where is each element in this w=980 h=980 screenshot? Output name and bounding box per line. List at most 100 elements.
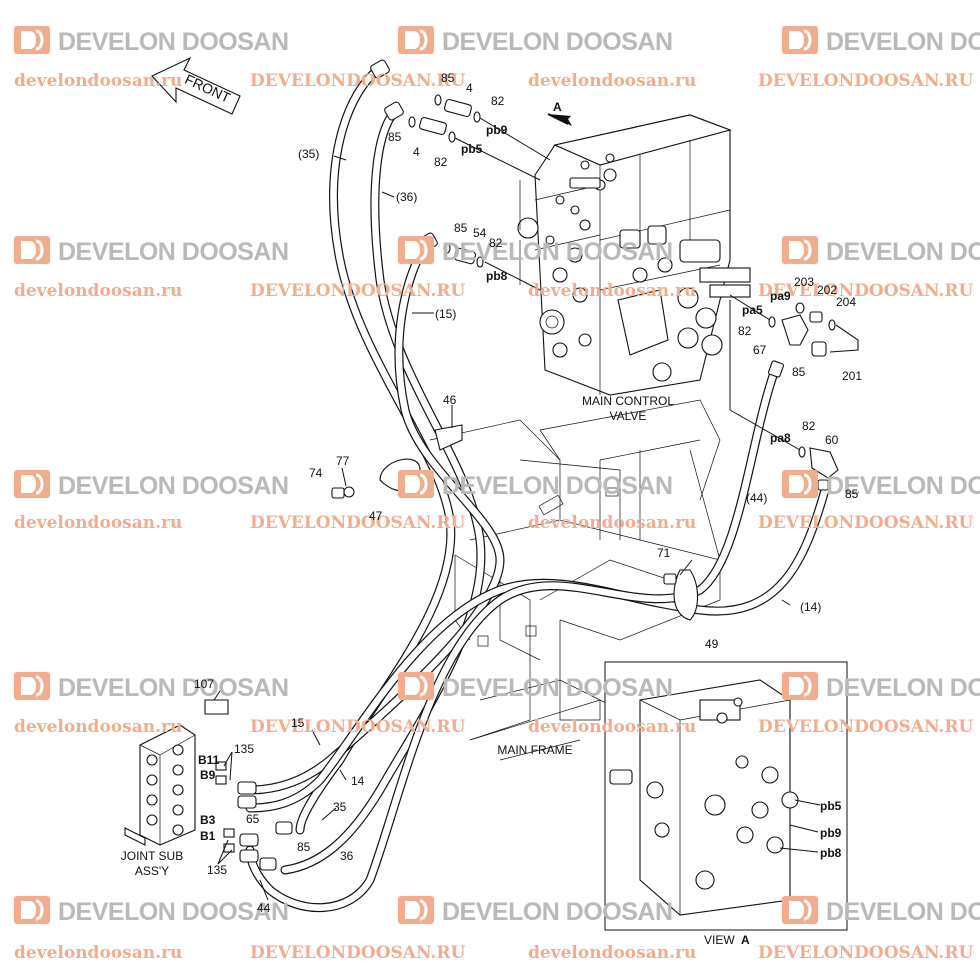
watermark-logo: DEVELON DOOSAN — [58, 28, 289, 56]
watermark-url: DEVELONDOOSAN.RU — [758, 513, 973, 533]
watermark-logo: DEVELON DOOSAN — [58, 898, 289, 926]
part-label: 46 — [443, 393, 457, 407]
port-label: B1 — [200, 829, 216, 843]
part-label: 82 — [491, 94, 505, 108]
part-label: 201 — [842, 369, 862, 383]
main-frame-drawing — [429, 399, 721, 761]
caption-joint-sub: JOINT SUB — [121, 849, 183, 863]
port-labels: pb9 pb5 pb8 pa9 pa5 pa8 B11 B9 B3 B1 pb5… — [198, 123, 842, 860]
part-label: 77 — [336, 454, 350, 468]
part-label: 82 — [489, 236, 503, 250]
part-label: 67 — [753, 343, 767, 357]
watermark-url: develondoosan.ru — [528, 943, 696, 963]
watermark-logo: DEVELON DOOSAN — [826, 238, 980, 266]
port-label: B9 — [200, 768, 216, 782]
watermark-url: develondoosan.ru — [14, 943, 182, 963]
part-label: 54 — [473, 226, 487, 240]
part-label: (14) — [800, 600, 821, 614]
watermark-url: develondoosan.ru — [14, 717, 182, 737]
port-label: pb9 — [486, 123, 508, 137]
clamps — [331, 424, 699, 621]
port-label: pb9 — [820, 826, 842, 840]
part-label: 82 — [434, 155, 448, 169]
part-label: 65 — [246, 812, 260, 826]
part-label: 74 — [309, 466, 323, 480]
part-label: 4 — [466, 81, 473, 95]
right-fittings — [729, 294, 859, 491]
watermark-url: develondoosan.ru — [14, 281, 182, 301]
caption-main-control-valve: VALVE — [610, 409, 647, 423]
caption-main-control-valve: MAIN CONTROL — [582, 394, 674, 408]
part-label: 35 — [333, 800, 347, 814]
part-label: 71 — [657, 546, 671, 560]
part-label: 82 — [802, 419, 816, 433]
captions: MAIN CONTROL VALVE MAIN FRAME JOINT SUB … — [121, 394, 750, 947]
watermark-url: DEVELONDOOSAN.RU — [250, 71, 465, 91]
port-label: pa9 — [770, 289, 791, 303]
port-label: pa5 — [742, 303, 763, 317]
part-label: 14 — [351, 774, 365, 788]
part-label: 85 — [388, 130, 402, 144]
part-label: 203 — [794, 275, 814, 289]
watermark-logo: DEVELON DOOSAN — [826, 472, 980, 500]
port-label: pb8 — [820, 846, 842, 860]
watermark-logo: DEVELON DOOSAN — [826, 28, 980, 56]
view-a-arrow-label: A — [553, 100, 562, 114]
caption-view-a-letter: A — [741, 933, 750, 947]
watermark-url: develondoosan.ru — [14, 71, 182, 91]
port-label: B3 — [200, 813, 216, 827]
part-label: 85 — [454, 221, 468, 235]
watermark-url: DEVELONDOOSAN.RU — [758, 943, 973, 963]
part-label: 135 — [207, 863, 227, 877]
watermark-url: develondoosan.ru — [14, 513, 182, 533]
watermark-logo: DEVELON DOOSAN — [58, 472, 289, 500]
part-label: 47 — [369, 509, 383, 523]
watermark-logo: DEVELON DOOSAN — [58, 238, 289, 266]
port-label: B11 — [198, 753, 220, 767]
watermark-url: develondoosan.ru — [528, 513, 696, 533]
watermark-url: DEVELONDOOSAN.RU — [758, 281, 973, 301]
part-label: 82 — [738, 324, 752, 338]
part-label: 204 — [836, 295, 856, 309]
caption-view-a: VIEW — [704, 933, 735, 947]
part-label: 85 — [792, 365, 806, 379]
watermarks: DEVELON DOOSAN DEVELON DOOSAN DEVELON DO… — [14, 26, 980, 963]
watermark-url: DEVELONDOOSAN.RU — [758, 717, 973, 737]
view-a-arrow: A — [547, 100, 572, 126]
caption-joint-sub: ASS'Y — [135, 864, 169, 878]
watermark-logo: DEVELON DOOSAN — [442, 28, 673, 56]
watermark-logo: DEVELON DOOSAN — [58, 674, 289, 702]
watermark-url: DEVELONDOOSAN.RU — [250, 943, 465, 963]
part-label: 36 — [340, 849, 354, 863]
part-label: 4 — [413, 145, 420, 159]
part-label: 85 — [845, 487, 859, 501]
watermark-logo: DEVELON DOOSAN — [442, 674, 673, 702]
port-label: pa8 — [770, 431, 791, 445]
watermark-logo: DEVELON DOOSAN — [826, 674, 980, 702]
part-label: (44) — [746, 491, 767, 505]
watermark-logo: DEVELON DOOSAN — [442, 238, 673, 266]
port-label: pb8 — [486, 269, 508, 283]
watermark-url: develondoosan.ru — [528, 281, 696, 301]
part-label: 44 — [257, 901, 271, 915]
watermark-url: DEVELONDOOSAN.RU — [250, 717, 465, 737]
watermark-url: develondoosan.ru — [528, 717, 696, 737]
joint-sub-assembly — [124, 699, 293, 871]
part-label: (35) — [298, 147, 319, 161]
watermark-url: develondoosan.ru — [528, 71, 696, 91]
watermark-url: DEVELONDOOSAN.RU — [758, 71, 973, 91]
part-label: 85 — [297, 840, 311, 854]
part-label: 135 — [234, 742, 254, 756]
watermark-url: DEVELONDOOSAN.RU — [250, 281, 465, 301]
watermark-url: DEVELONDOOSAN.RU — [250, 513, 465, 533]
watermark-logo: DEVELON DOOSAN — [826, 898, 980, 926]
port-label: pb5 — [461, 142, 483, 156]
part-label: 49 — [705, 637, 719, 651]
part-label: 15 — [291, 716, 305, 730]
watermark-logo: DEVELON DOOSAN — [442, 472, 673, 500]
part-label: (36) — [396, 190, 417, 204]
main-control-valve — [517, 114, 751, 396]
watermark-logo: DEVELON DOOSAN — [442, 898, 673, 926]
part-label: 202 — [817, 283, 837, 297]
